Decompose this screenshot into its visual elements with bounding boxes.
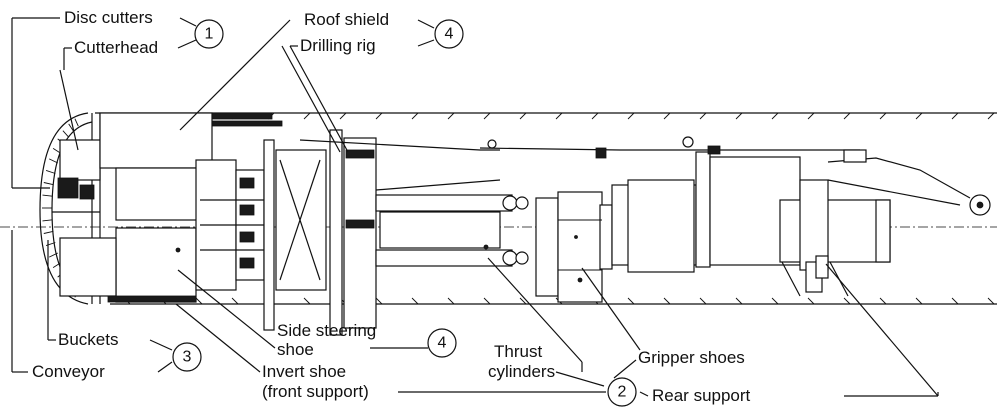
wall-hatch-tick bbox=[627, 297, 635, 305]
wall-hatch-tick bbox=[735, 297, 743, 305]
wall-hatch-tick bbox=[447, 112, 455, 120]
wall-hatch-tick bbox=[375, 297, 383, 305]
wall-hatch-tick bbox=[231, 297, 239, 305]
wall-hatch-tick bbox=[663, 112, 671, 120]
leader-lines bbox=[11, 17, 939, 397]
conveyor-tail bbox=[827, 149, 991, 216]
label-cylinders: cylinders bbox=[488, 362, 555, 381]
wall-hatch-tick bbox=[915, 297, 923, 305]
cutter-tooth bbox=[45, 169, 56, 174]
cutter-tooth bbox=[42, 194, 53, 197]
svg-text:2: 2 bbox=[618, 384, 627, 401]
wall-hatch-tick bbox=[519, 112, 527, 120]
wall-hatch-tick bbox=[915, 112, 923, 120]
wall-hatch-tick bbox=[411, 112, 419, 120]
wall-hatch-tick bbox=[987, 297, 995, 305]
invert-shoe bbox=[59, 227, 197, 303]
label-drilling-rig: Drilling rig bbox=[300, 36, 376, 55]
wall-hatch-tick bbox=[591, 112, 599, 120]
wall-hatch-tick bbox=[987, 112, 995, 120]
cutter-tooth bbox=[49, 252, 58, 258]
wall-hatch-tick bbox=[735, 112, 743, 120]
wall-hatch-tick bbox=[375, 112, 383, 120]
wall-hatch-tick bbox=[843, 297, 851, 305]
svg-text:3: 3 bbox=[183, 349, 192, 366]
drilling-rig bbox=[263, 45, 501, 336]
svg-text:1: 1 bbox=[205, 26, 214, 43]
svg-text:4: 4 bbox=[445, 26, 454, 43]
callout-circle-3: 3 bbox=[172, 342, 202, 372]
svg-text:4: 4 bbox=[438, 335, 447, 352]
cutter-tooth bbox=[49, 158, 58, 164]
wall-hatch-tick bbox=[843, 112, 851, 120]
wall-hatch-tick bbox=[807, 297, 815, 305]
thrust-cylinders bbox=[375, 194, 529, 267]
callout-circle-4-steering: 4 bbox=[427, 328, 457, 358]
wall-hatch-tick bbox=[411, 297, 419, 305]
cutter-tooth bbox=[42, 219, 53, 222]
label-front-support: (front support) bbox=[262, 382, 369, 401]
label-thrust: Thrust bbox=[494, 342, 542, 361]
callout-circle-2: 2 bbox=[607, 377, 637, 407]
callout-circle-1: 1 bbox=[194, 19, 224, 49]
wall-hatch-tick bbox=[951, 297, 959, 305]
label-gripper-shoes: Gripper shoes bbox=[638, 348, 745, 367]
wall-hatch-tick bbox=[699, 112, 707, 120]
wall-hatch-tick bbox=[519, 297, 527, 305]
wall-hatch-tick bbox=[339, 112, 347, 120]
wall-hatch-tick bbox=[699, 297, 707, 305]
cutter-tooth bbox=[43, 230, 54, 234]
wall-hatch-tick bbox=[195, 297, 203, 305]
label-buckets: Buckets bbox=[58, 330, 118, 349]
rear-support bbox=[781, 179, 849, 297]
wall-hatch-tick bbox=[951, 112, 959, 120]
label-side-steering-shoe: shoe bbox=[277, 340, 314, 359]
wall-hatch-tick bbox=[807, 112, 815, 120]
wall-hatch-tick bbox=[771, 297, 779, 305]
wall-hatch-tick bbox=[447, 297, 455, 305]
wall-hatch-tick bbox=[303, 112, 311, 120]
label-roof-shield: Roof shield bbox=[304, 10, 389, 29]
label-conveyor: Conveyor bbox=[32, 362, 105, 381]
label-rear-support: Rear support bbox=[652, 386, 751, 405]
wall-hatch-tick bbox=[627, 112, 635, 120]
wall-hatch-tick bbox=[483, 297, 491, 305]
cutter-tooth bbox=[43, 182, 54, 186]
wall-hatch-tick bbox=[483, 112, 491, 120]
label-side-steering: Side steering bbox=[277, 321, 376, 340]
label-disc-cutters: Disc cutters bbox=[64, 8, 153, 27]
main-beam bbox=[479, 136, 891, 273]
wall-hatch-tick bbox=[663, 297, 671, 305]
wall-hatch-tick bbox=[771, 112, 779, 120]
wall-hatch-tick bbox=[879, 297, 887, 305]
cutter-tooth bbox=[74, 118, 79, 127]
wall-hatch-tick bbox=[879, 112, 887, 120]
gripper-shoes bbox=[535, 191, 613, 303]
cutter-tooth bbox=[68, 123, 74, 132]
callout-circle-4-roof: 4 bbox=[434, 19, 464, 49]
cutter-tooth bbox=[62, 130, 70, 138]
wall-hatch-tick bbox=[303, 297, 311, 305]
label-invert-shoe: Invert shoe bbox=[262, 362, 346, 381]
label-cutterhead: Cutterhead bbox=[74, 38, 158, 57]
main-drive bbox=[195, 159, 265, 291]
wall-hatch-tick bbox=[555, 112, 563, 120]
